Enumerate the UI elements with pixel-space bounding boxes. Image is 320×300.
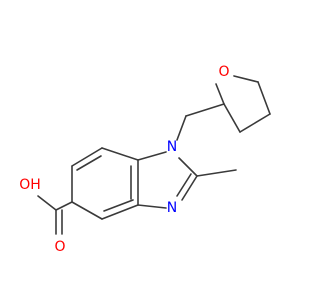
molecule-structure: O N N OH O: [19, 64, 271, 255]
hydroxyl-oxygen: OH: [19, 177, 41, 193]
bond-n3-c3a: [137, 204, 167, 209]
bond-c4-c3a-a: [101, 204, 139, 220]
bond-c4-c3a-b: [103, 199, 134, 212]
carbonyl-oxygen: O: [54, 239, 65, 255]
bond-n1-c2: [178, 157, 198, 177]
bond-c5-c4: [71, 201, 103, 220]
bond-ch2-ch2b: [239, 113, 271, 133]
bond-c5-carboxyl: [55, 201, 73, 211]
bond-ch-o: [215, 83, 225, 105]
tetrahydrofuran-ring: [215, 75, 271, 133]
bond-c7-c6-b: [76, 155, 102, 171]
oxygen-atom-ring: O: [218, 64, 229, 80]
nitrogen-atom-n3: N: [167, 200, 177, 216]
methylene-linker: [176, 103, 225, 141]
bond-linker-n1: [176, 115, 187, 141]
bond-c2-methyl: [196, 169, 237, 177]
bond-ch-ch2-linker: [185, 103, 225, 117]
bond-c2-n3-a: [181, 175, 198, 201]
bond-c7a-c7: [101, 147, 139, 161]
bond-c2-n3-b: [176, 173, 192, 197]
bond-n1-c7a: [137, 151, 167, 161]
bond-c-oh: [37, 195, 57, 211]
bond-c7-c6-a: [71, 147, 103, 167]
benzene-ring: [71, 147, 139, 220]
nitrogen-atom-n1: N: [167, 139, 177, 155]
bond-ch2-ch2: [257, 81, 271, 115]
bond-ch2-ch: [223, 103, 241, 133]
imidazole-ring: [137, 151, 237, 209]
carboxylic-acid: [37, 195, 73, 235]
bond-o-ch2: [233, 75, 259, 83]
